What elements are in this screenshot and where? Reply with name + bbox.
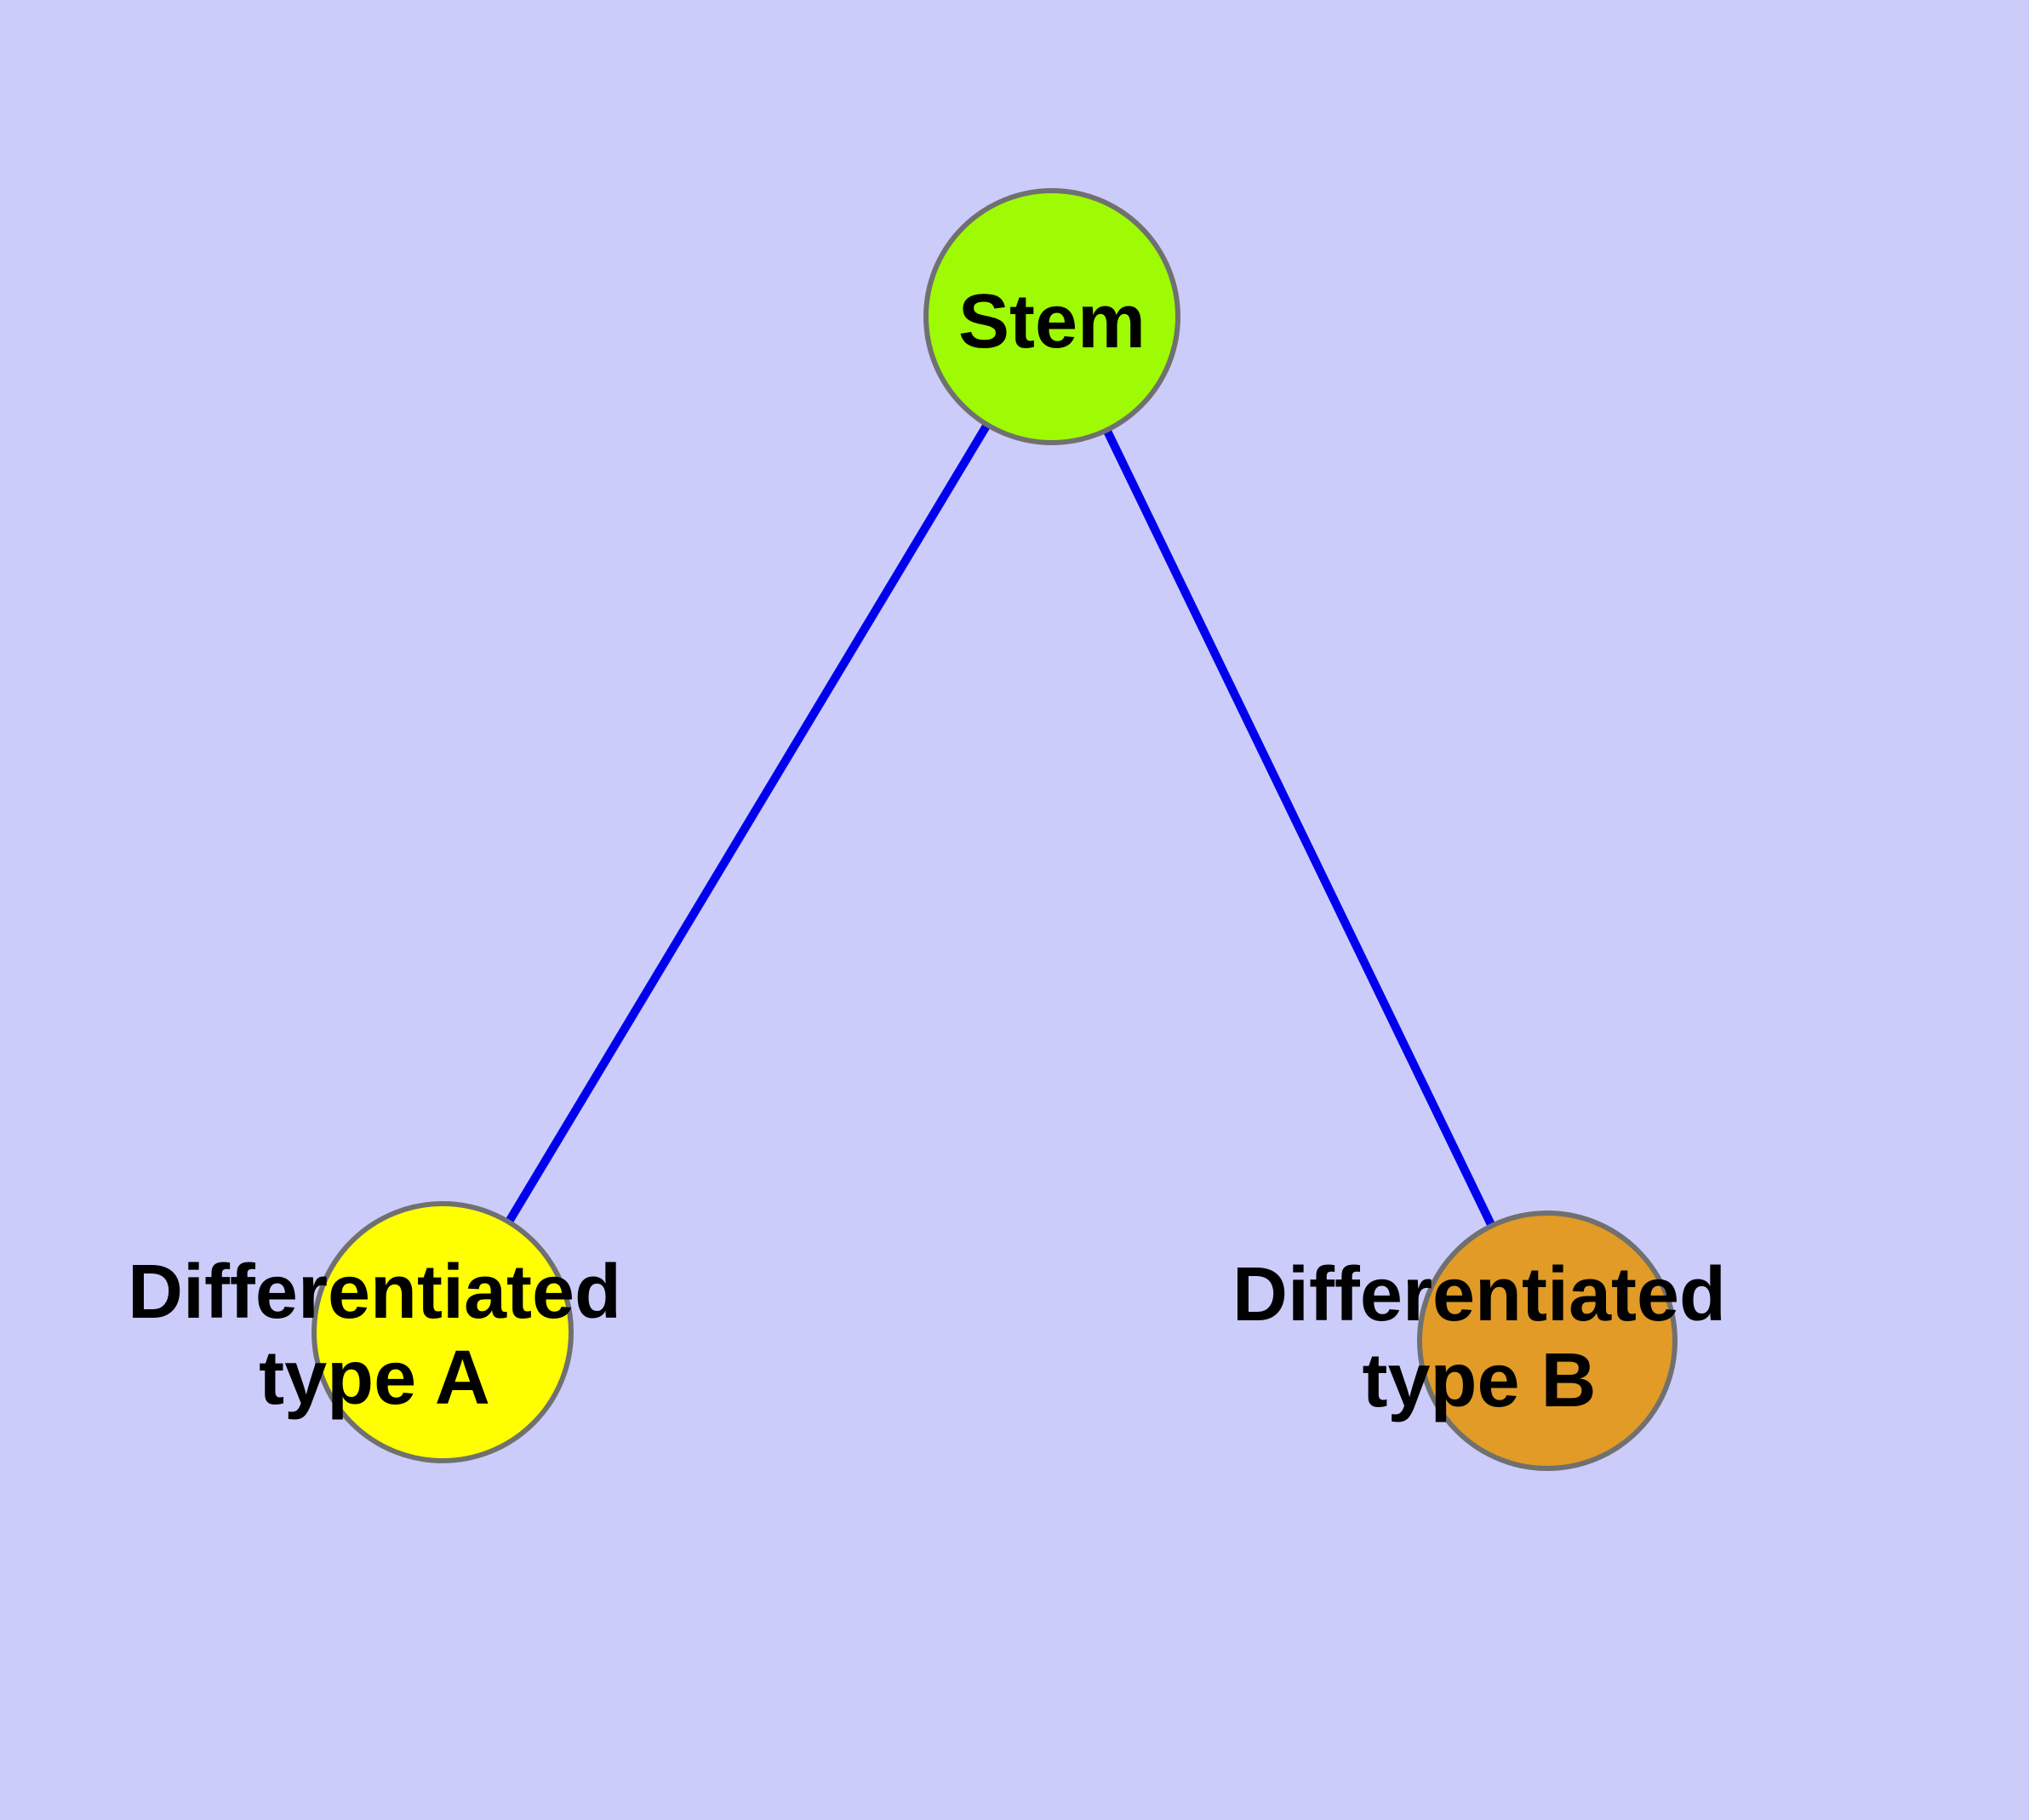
- graph-node-diff-a[interactable]: [311, 1201, 574, 1463]
- node-label-line: type B: [1362, 1338, 1596, 1423]
- node-label-stem: Stem: [958, 279, 1146, 364]
- node-label-line: type A: [259, 1336, 490, 1421]
- graph-edge-stem-to-diff-b[interactable]: [1048, 314, 1552, 1343]
- graph-node-stem[interactable]: [923, 188, 1180, 445]
- graph-node-diff-b[interactable]: [1417, 1210, 1677, 1471]
- node-label-line: Stem: [958, 279, 1146, 364]
- node-label-line: Differentiated: [1232, 1252, 1726, 1337]
- graph-edge-stem-to-diff-a[interactable]: [438, 314, 1056, 1335]
- edge-layer: [438, 314, 1552, 1343]
- node-layer: [311, 188, 1677, 1471]
- node-label-line: Differentiated: [128, 1250, 621, 1335]
